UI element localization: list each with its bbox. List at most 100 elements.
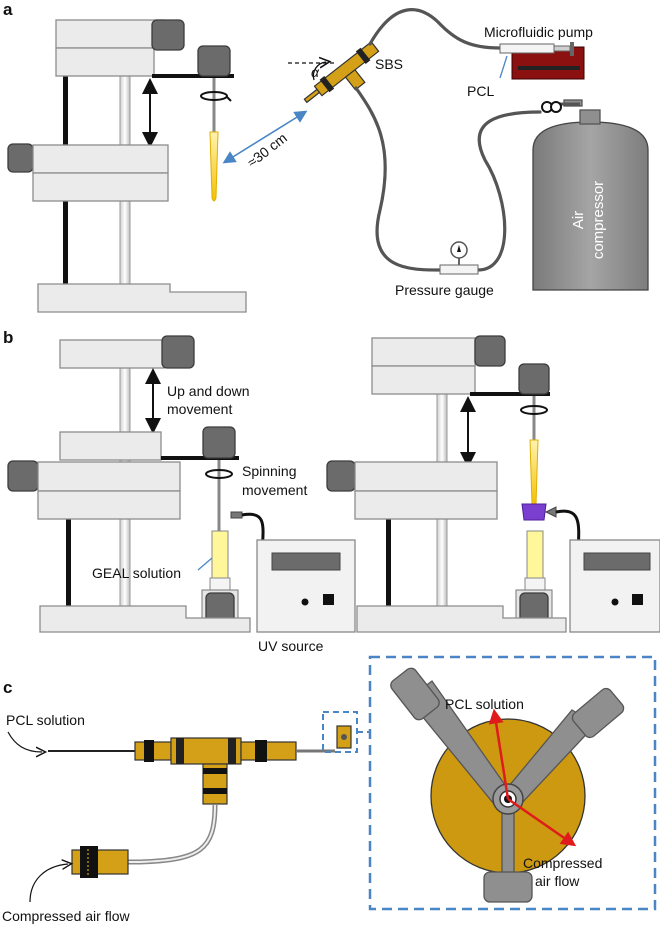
pcl-solution-label-left: PCL solution: [6, 712, 85, 728]
motor-head: [202, 426, 236, 459]
stand-slab: [354, 461, 498, 492]
plunger-head: [570, 42, 574, 56]
alpha-label: α: [311, 64, 320, 80]
stand-slab: [354, 490, 498, 520]
uv-source-right: [569, 539, 660, 633]
gauge-body: [439, 264, 479, 275]
air-tube: [128, 804, 218, 865]
geal-vial: [211, 530, 229, 582]
stand-base: [39, 605, 251, 633]
sbs-nozzle-a: α SBS: [288, 41, 403, 104]
motor-head: [197, 45, 231, 77]
stand-slab: [32, 172, 169, 202]
sbs-assembly-c: PCL solution Compressed air flow: [2, 712, 335, 924]
fitting: [240, 741, 297, 761]
air-tubing: [354, 86, 442, 272]
gauge-needle: [457, 245, 461, 252]
nut: [255, 740, 267, 762]
geal-pointer: [197, 557, 213, 571]
compressed-label-right-line1: Compressed: [523, 855, 602, 871]
uv-port: [611, 598, 619, 606]
uv-button: [323, 594, 334, 605]
tee-band: [228, 738, 236, 764]
compressor-label-line2: compressor: [590, 181, 607, 259]
air-tubing: [476, 110, 542, 272]
arm-end: [483, 871, 533, 903]
stand-slab: [55, 47, 155, 77]
arm-end: [390, 667, 440, 721]
uv-source-left: UV source: [256, 539, 356, 654]
pcl-flow-arrow: [488, 708, 510, 800]
needle: [303, 88, 321, 104]
air-nut: [80, 846, 98, 878]
pcl-tubing: [368, 8, 502, 50]
nut: [203, 768, 227, 774]
nozzle-inset: PCL solution Compressed air flow: [368, 655, 657, 911]
lab-stand-a: [7, 19, 247, 313]
rotation-icon: [205, 469, 233, 479]
stand-slab: [371, 365, 476, 395]
updown-label-line1: Up and down: [167, 383, 250, 399]
tank-valve: [579, 109, 601, 125]
uv-label: UV source: [258, 638, 324, 654]
nut: [203, 788, 227, 794]
gauge-label: Pressure gauge: [395, 282, 494, 298]
air-inlet-arrow: [29, 864, 68, 903]
air-tube-highlight: [128, 804, 216, 863]
knob: [7, 143, 34, 173]
stand-base: [37, 283, 247, 313]
panel-label-a: a: [3, 0, 13, 19]
geal-label: GEAL solution: [92, 565, 181, 581]
pressure-gauge: Pressure gauge: [395, 241, 494, 298]
uv-display: [583, 552, 651, 571]
spinning-label-line1: Spinning: [242, 463, 297, 479]
stand-slab: [59, 431, 162, 461]
uv-probe-tip: [230, 511, 243, 519]
knob: [161, 335, 195, 369]
distance-arrow: [222, 110, 308, 164]
stage-arm: [470, 392, 550, 396]
knob: [326, 460, 356, 492]
syringe: [499, 43, 555, 54]
pcl-label: PCL: [467, 83, 494, 99]
pcl-inlet-arrow: [7, 731, 42, 752]
regulator-gauge: [550, 101, 562, 113]
uv-port: [301, 598, 309, 606]
compressed-air-label-left: Compressed air flow: [2, 908, 130, 924]
stand-slab: [371, 337, 476, 367]
stand-slab: [37, 490, 181, 520]
collector-mandrel: [209, 131, 219, 202]
syringe-plunger: [553, 45, 571, 52]
panel-label-c: c: [3, 678, 12, 697]
nozzle-small: [322, 711, 370, 753]
stage-arm: [161, 456, 239, 460]
stand-slab: [59, 339, 165, 369]
fiber-on-mandrel: [529, 439, 539, 506]
pcl-solution-label-right: PCL solution: [445, 696, 524, 712]
stand-slab: [37, 461, 181, 492]
nut: [144, 740, 154, 762]
uv-glow: [521, 503, 547, 521]
knob: [474, 335, 506, 367]
knob: [151, 19, 185, 51]
compressed-label-right-line2: air flow: [535, 873, 580, 889]
rotation-arrow: [225, 95, 232, 102]
knob: [7, 460, 39, 492]
pump-label: Microfluidic pump: [484, 24, 593, 40]
spinning-label-line2: movement: [242, 482, 307, 498]
stand-slab: [55, 19, 165, 49]
nut: [319, 76, 335, 93]
rotation-icon: [520, 405, 548, 415]
nozzle-mini-center: [341, 734, 347, 740]
pump-rail: [518, 66, 580, 70]
sbs-label: SBS: [375, 56, 403, 72]
uv-probe-tip: [544, 506, 557, 518]
panel-label-b: b: [3, 328, 13, 347]
air-compressor: Air compressor: [532, 99, 649, 291]
uv-button: [632, 594, 643, 605]
stand-black-rod: [66, 490, 71, 610]
arm-end: [571, 687, 625, 739]
uv-display: [271, 552, 341, 571]
tee-band: [176, 738, 184, 764]
